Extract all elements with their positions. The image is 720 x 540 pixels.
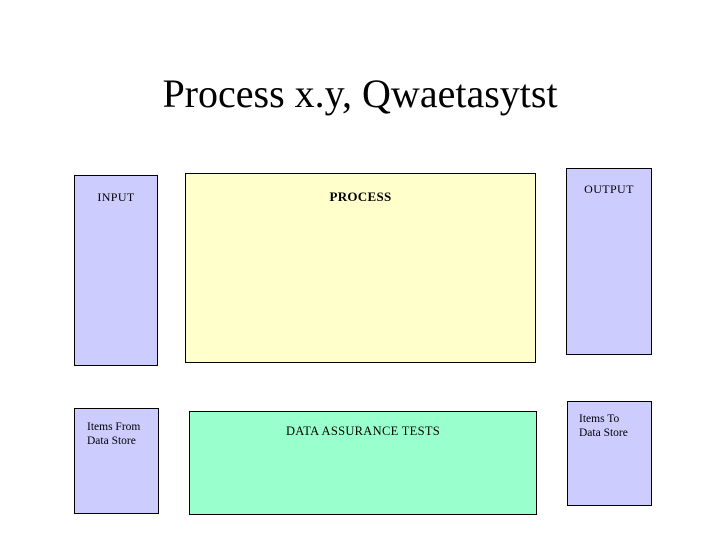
process-box-label: PROCESS	[329, 189, 392, 204]
output-box[interactable]: OUTPUT	[566, 168, 652, 355]
items-to-data-store-box[interactable]: Items To Data Store	[567, 401, 652, 506]
input-box[interactable]: INPUT	[74, 175, 158, 366]
input-box-label: INPUT	[97, 190, 135, 204]
process-box[interactable]: PROCESS	[185, 173, 536, 363]
items-from-data-store-label: Items From Data Store	[87, 421, 141, 447]
page-title: Process x.y, Qwaetasytst	[162, 71, 558, 116]
data-assurance-tests-box[interactable]: DATA ASSURANCE TESTS	[189, 411, 537, 515]
items-to-data-store-label: Items To Data Store	[579, 413, 628, 439]
output-box-label: OUTPUT	[584, 182, 634, 196]
data-assurance-tests-label: DATA ASSURANCE TESTS	[285, 424, 441, 438]
items-from-data-store-box[interactable]: Items From Data Store	[74, 408, 159, 514]
